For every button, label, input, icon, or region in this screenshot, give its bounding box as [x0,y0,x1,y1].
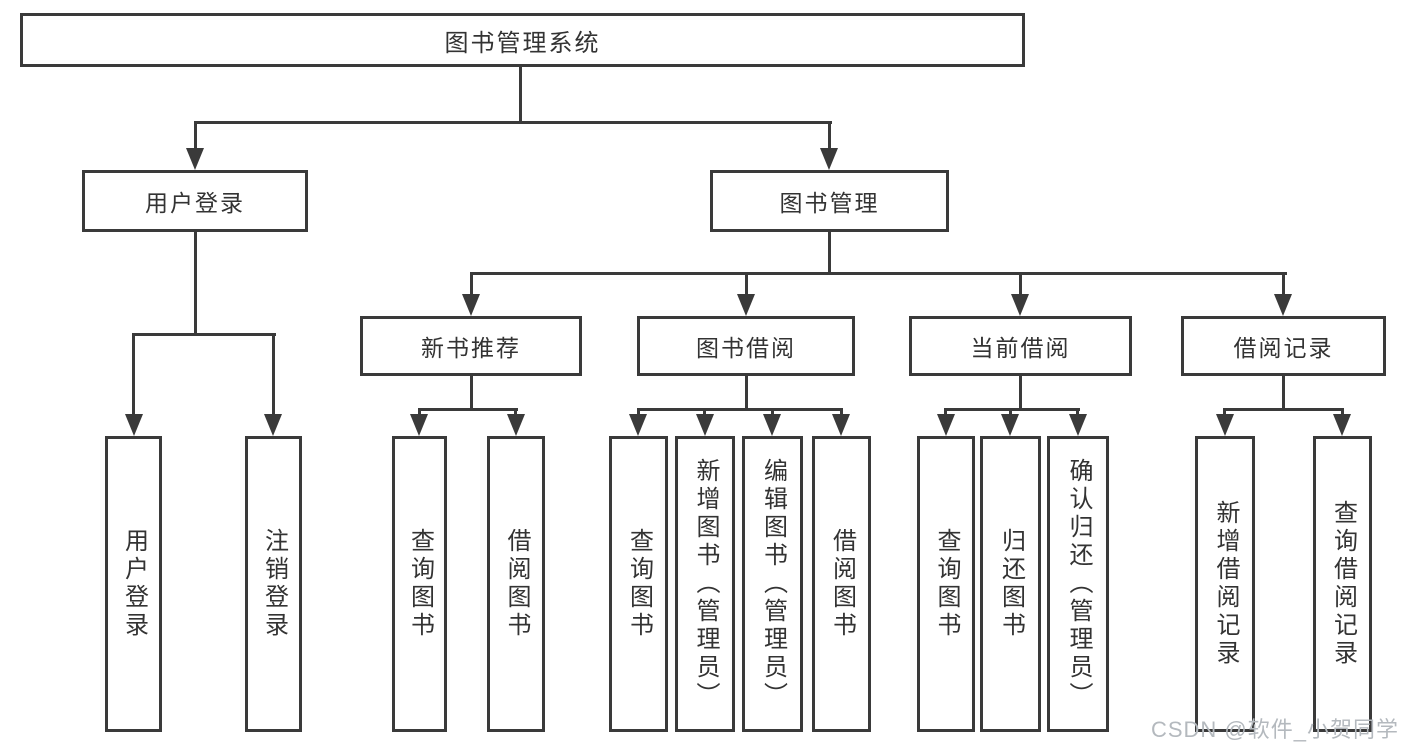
connector-line [637,408,843,411]
arrow-down-icon [1216,414,1234,436]
arrow-down-icon [1069,414,1087,436]
connector-line [470,272,473,296]
node-leaf-confirm-return-admin: 确认归还（管理员） [1047,436,1109,732]
node-label: 图书管理 [779,190,880,216]
arrow-down-icon [737,294,755,316]
arrow-down-icon [763,414,781,436]
node-leaf-edit-books-admin: 编辑图书（管理员） [742,436,803,732]
node-leaf-user-login: 用户登录 [105,436,162,732]
node-leaf-borrow-books-recommend: 借阅图书 [487,436,545,732]
arrow-down-icon [507,414,525,436]
node-current-borrowing: 当前借阅 [909,316,1132,376]
node-label: 查询借阅记录 [1329,500,1357,668]
node-user-login: 用户登录 [82,170,308,232]
connector-line [944,408,947,416]
node-leaf-query-books-recommend: 查询图书 [392,436,447,732]
node-leaf-add-books-admin: 新增图书（管理员） [675,436,735,732]
connector-line [132,333,135,415]
arrow-down-icon [696,414,714,436]
connector-line [194,121,832,124]
node-label: 编辑图书（管理员） [759,458,787,710]
node-label: 借阅图书 [828,528,856,640]
node-label: 查询图书 [933,528,960,640]
connector-line [745,272,748,296]
connector-line [132,333,276,336]
arrow-down-icon [832,414,850,436]
connector-line [944,408,1080,411]
connector-line [1019,374,1022,410]
node-label: 注销登录 [260,528,288,640]
node-new-book-recommendation: 新书推荐 [360,316,582,376]
arrow-down-icon [410,414,428,436]
connector-line [828,121,831,150]
arrow-down-icon [264,414,282,436]
node-label: 图书借阅 [696,335,796,361]
arrow-down-icon [1333,414,1351,436]
node-leaf-borrow-books: 借阅图书 [812,436,871,732]
connector-line [514,408,517,416]
arrow-down-icon [462,294,480,316]
node-label: 新增借阅记录 [1212,500,1239,668]
connector-line [1282,272,1285,296]
node-label: 借阅记录 [1233,335,1334,361]
node-label: 查询图书 [625,528,653,640]
node-label: 查询图书 [406,528,434,640]
connector-line [194,121,197,150]
connector-line [771,408,774,416]
node-borrowing-records: 借阅记录 [1181,316,1386,376]
connector-line [1076,408,1079,416]
connector-line [470,374,473,410]
node-label: 归还图书 [997,528,1025,640]
connector-line [470,272,1287,275]
node-label: 新书推荐 [421,335,521,361]
node-label: 确认归还（管理员） [1065,458,1092,710]
csdn-watermark: CSDN @软件_小贺同学 [1150,717,1399,742]
node-leaf-query-borrow-record: 查询借阅记录 [1313,436,1372,732]
node-label: 当前借阅 [970,335,1071,361]
connector-line [194,230,197,335]
node-book-borrowing: 图书借阅 [637,316,855,376]
node-label: 图书管理系统 [444,29,601,57]
arrow-down-icon [629,414,647,436]
node-book-management: 图书管理 [710,170,949,232]
node-label: 借阅图书 [503,528,530,640]
connector-line [1282,374,1285,410]
node-label: 新增图书（管理员） [692,458,719,710]
node-label: 用户登录 [120,528,148,640]
arrow-down-icon [820,148,838,170]
connector-line [840,408,843,416]
node-leaf-add-borrow-record: 新增借阅记录 [1195,436,1255,732]
arrow-down-icon [125,414,143,436]
node-leaf-query-books-current: 查询图书 [917,436,975,732]
connector-line [745,374,748,410]
connector-line [828,230,831,274]
connector-line [1223,408,1344,411]
connector-line [272,333,275,415]
connector-line [1223,408,1226,416]
arrow-down-icon [1011,294,1029,316]
connector-line [1019,272,1022,296]
connector-line [519,65,522,123]
arrow-down-icon [186,148,204,170]
connector-line [418,408,518,411]
node-label: 用户登录 [145,190,245,216]
connector-line [1341,408,1344,416]
connector-line [703,408,706,416]
arrow-down-icon [937,414,955,436]
arrow-down-icon [1001,414,1019,436]
connector-line [1009,408,1012,416]
node-leaf-query-books-borrowing: 查询图书 [609,436,668,732]
connector-line [418,408,421,416]
connector-line [637,408,640,416]
node-library-management-system: 图书管理系统 [20,13,1025,67]
arrow-down-icon [1274,294,1292,316]
node-leaf-logout: 注销登录 [245,436,302,732]
node-leaf-return-books: 归还图书 [980,436,1041,732]
